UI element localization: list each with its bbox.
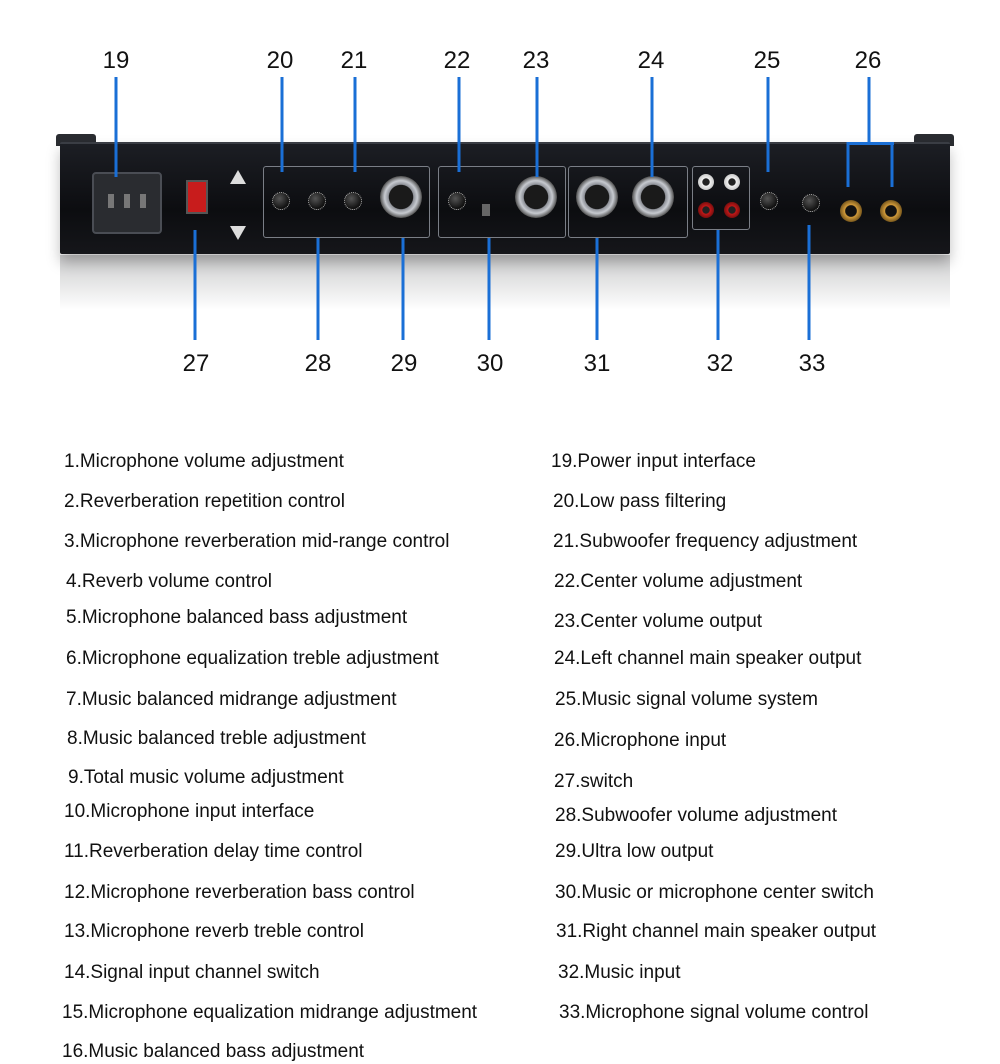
callout-line-31 <box>595 238 599 340</box>
device-reflection <box>60 255 950 310</box>
device-diagram: 19 20 21 22 23 24 25 26 27 28 29 30 31 3… <box>0 0 1000 400</box>
main-output-panel <box>568 166 688 238</box>
desc-1: 1.Microphone volume adjustment <box>64 451 344 472</box>
rca-red-icon <box>698 202 714 218</box>
desc-28: 28.Subwoofer volume adjustment <box>555 805 837 826</box>
callout-30: 30 <box>476 350 504 377</box>
callout-21: 21 <box>340 47 368 74</box>
power-switch-icon <box>186 180 208 214</box>
callout-line-26b <box>890 142 894 187</box>
power-socket-icon <box>92 172 162 234</box>
desc-11: 11.Reverberation delay time control <box>64 841 363 862</box>
device-body <box>60 142 950 254</box>
callout-32: 32 <box>706 350 734 377</box>
callout-28: 28 <box>304 350 332 377</box>
callout-23: 23 <box>522 47 550 74</box>
callout-line-22 <box>457 77 461 172</box>
callout-line-24 <box>650 77 654 177</box>
callout-bracket-26 <box>847 142 894 145</box>
desc-10: 10.Microphone input interface <box>64 801 315 822</box>
callout-22: 22 <box>443 47 471 74</box>
callout-line-25 <box>766 77 770 172</box>
desc-20: 20.Low pass filtering <box>553 491 727 512</box>
desc-29: 29.Ultra low output <box>555 841 714 862</box>
desc-22: 22.Center volume adjustment <box>554 571 803 592</box>
callout-line-30 <box>487 238 491 340</box>
callout-line-26a <box>846 142 850 187</box>
line-input-panel <box>692 166 750 230</box>
desc-3: 3.Microphone reverberation mid-range con… <box>64 531 450 552</box>
callout-20: 20 <box>266 47 294 74</box>
mic-jack-icon <box>840 200 862 222</box>
subwoofer-frequency-knob-icon <box>344 192 362 210</box>
desc-24: 24.Left channel main speaker output <box>554 648 862 669</box>
callout-line-28 <box>316 238 320 340</box>
desc-21: 21.Subwoofer frequency adjustment <box>553 531 858 552</box>
rca-white-icon <box>698 174 714 190</box>
desc-6: 6.Microphone equalization treble adjustm… <box>66 648 439 669</box>
desc-13: 13.Microphone reverb treble control <box>64 921 364 942</box>
callout-line-26 <box>867 77 871 143</box>
center-panel <box>438 166 566 238</box>
callout-25: 25 <box>753 47 781 74</box>
desc-27: 27.switch <box>554 771 634 792</box>
callout-26: 26 <box>854 47 882 74</box>
subwoofer-output-xlr-icon <box>380 176 422 218</box>
desc-8: 8.Music balanced treble adjustment <box>67 728 366 749</box>
callout-line-29 <box>401 238 405 340</box>
desc-2: 2.Reverberation repetition control <box>64 491 345 512</box>
callout-29: 29 <box>390 350 418 377</box>
callout-line-32 <box>716 230 720 340</box>
desc-25: 25.Music signal volume system <box>555 689 818 710</box>
center-output-xlr-icon <box>515 176 557 218</box>
desc-26: 26.Microphone input <box>554 730 727 751</box>
subwoofer-panel <box>263 166 430 238</box>
mic-volume-knob-icon <box>802 194 820 212</box>
callout-33: 33 <box>798 350 826 377</box>
center-gain-knob-icon <box>448 192 466 210</box>
rca-red-icon-2 <box>724 202 740 218</box>
desc-7: 7.Music balanced midrange adjustment <box>66 689 397 710</box>
right-output-xlr-icon <box>576 176 618 218</box>
callout-line-33 <box>807 225 811 340</box>
desc-5: 5.Microphone balanced bass adjustment <box>66 607 408 628</box>
callout-line-19 <box>114 77 118 177</box>
music-volume-knob-icon <box>760 192 778 210</box>
desc-4: 4.Reverb volume control <box>66 571 272 592</box>
callout-27: 27 <box>182 350 210 377</box>
callout-line-20 <box>280 77 284 172</box>
low-pass-knob-icon <box>272 192 290 210</box>
desc-14: 14.Signal input channel switch <box>64 962 320 983</box>
callout-19: 19 <box>102 47 130 74</box>
mic-jack-icon-2 <box>880 200 902 222</box>
subwoofer-volume-knob-icon <box>308 192 326 210</box>
callout-31: 31 <box>583 350 611 377</box>
desc-9: 9.Total music volume adjustment <box>68 767 344 788</box>
rear-panel <box>56 134 954 254</box>
callout-line-21 <box>353 77 357 172</box>
rca-white-icon-2 <box>724 174 740 190</box>
callout-line-27 <box>193 230 197 340</box>
warning-triangle-icon-2 <box>230 226 246 240</box>
desc-23: 23.Center volume output <box>554 611 763 632</box>
desc-33: 33.Microphone signal volume control <box>559 1002 869 1023</box>
desc-30: 30.Music or microphone center switch <box>555 882 874 903</box>
left-output-xlr-icon <box>632 176 674 218</box>
center-switch-icon <box>482 204 490 216</box>
desc-32: 32.Music input <box>558 962 681 983</box>
desc-12: 12.Microphone reverberation bass control <box>64 882 415 903</box>
desc-19: 19.Power input interface <box>551 451 756 472</box>
callout-line-23 <box>535 77 539 177</box>
desc-16: 16.Music balanced bass adjustment <box>62 1041 365 1062</box>
desc-15: 15.Microphone equalization midrange adju… <box>62 1002 478 1023</box>
desc-31: 31.Right channel main speaker output <box>556 921 877 942</box>
callout-24: 24 <box>637 47 665 74</box>
warning-triangle-icon <box>230 170 246 184</box>
